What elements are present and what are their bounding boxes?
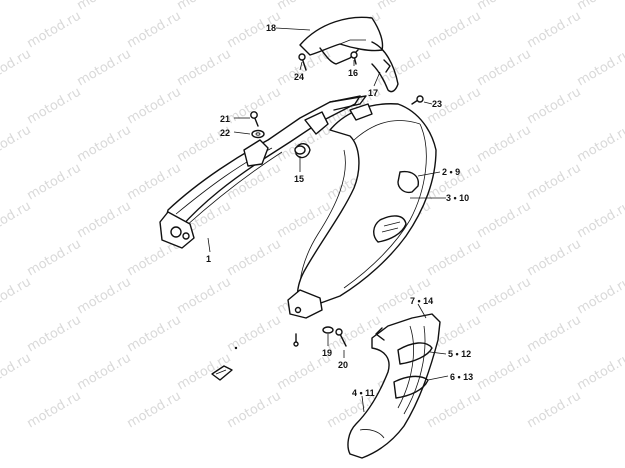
- watermark-text: motod.ru: [175, 47, 234, 90]
- callout-6-13: 6 • 13: [450, 372, 473, 382]
- watermark-text: motod.ru: [125, 389, 184, 432]
- watermark-text: motod.ru: [225, 85, 284, 128]
- watermark-text: motod.ru: [425, 237, 484, 280]
- callout-22: 22: [220, 128, 230, 138]
- callout-24: 24: [294, 72, 304, 82]
- watermark-text: motod.ru: [525, 389, 584, 432]
- watermark-text: motod.ru: [225, 389, 284, 432]
- watermark-text: motod.ru: [475, 123, 534, 166]
- watermark-text: motod.ru: [525, 237, 584, 280]
- callout-18: 18: [266, 23, 276, 33]
- watermark-text: motod.ru: [275, 47, 334, 90]
- callout-20: 20: [338, 360, 348, 370]
- callout-21: 21: [220, 114, 230, 124]
- watermark-text: motod.ru: [525, 313, 584, 356]
- watermark-text: motod.ru: [75, 0, 134, 13]
- watermark-text: motod.ru: [75, 47, 134, 90]
- callout-19: 19: [322, 348, 332, 358]
- watermark-text: motod.ru: [0, 351, 34, 394]
- watermark-text: motod.ru: [0, 47, 34, 90]
- watermark-text: motod.ru: [275, 0, 334, 13]
- tail-cowl-part-2: [159, 95, 437, 319]
- watermark-text: motod.ru: [525, 85, 584, 128]
- watermark-text: motod.ru: [0, 123, 34, 166]
- watermark-text: motod.ru: [125, 161, 184, 204]
- watermark-text: motod.ru: [525, 9, 584, 52]
- watermark-text: motod.ru: [125, 85, 184, 128]
- callout-labels: 18 24 16 17 23 21 22 15 2 • 9 3 • 10 1 7…: [206, 23, 473, 398]
- watermark-text: motod.ru: [175, 0, 234, 13]
- callout-15: 15: [294, 174, 304, 184]
- watermark-text: motod.ru: [475, 275, 534, 318]
- watermark-text: motod.ru: [525, 161, 584, 204]
- watermark-text: motod.ru: [125, 313, 184, 356]
- watermark-text: motod.ru: [475, 47, 534, 90]
- watermark-text: motod.ru: [575, 123, 625, 166]
- watermark-text: motod.ru: [0, 0, 34, 13]
- callout-4-11: 4 • 11: [352, 388, 375, 398]
- watermark-text: motod.ru: [425, 389, 484, 432]
- watermark-text: motod.ru: [25, 85, 84, 128]
- hardware-screws: [211, 51, 424, 381]
- callout-3-10: 3 • 10: [446, 193, 469, 203]
- watermark-text: motod.ru: [575, 47, 625, 90]
- watermark-text: motod.ru: [0, 199, 34, 242]
- watermark-text: motod.ru: [75, 351, 134, 394]
- watermark-text: motod.ru: [575, 199, 625, 242]
- watermark-text: motod.ru: [25, 313, 84, 356]
- watermark-text: motod.ru: [75, 199, 134, 242]
- callout-23: 23: [432, 99, 442, 109]
- watermark-text: motod.ru: [25, 237, 84, 280]
- tail-cover-part-18: [299, 16, 399, 93]
- watermark-text: motod.ru: [125, 9, 184, 52]
- callout-5-12: 5 • 12: [448, 349, 471, 359]
- watermark-text: motod.ru: [175, 275, 234, 318]
- watermark-text: motod.ru: [375, 47, 434, 90]
- watermark-text: motod.ru: [575, 275, 625, 318]
- watermark-text: motod.ru: [425, 9, 484, 52]
- watermark-text: motod.ru: [375, 0, 434, 13]
- watermark-text: motod.ru: [75, 123, 134, 166]
- watermark-text: motod.ru: [475, 0, 534, 13]
- side-cover-part-4: [347, 313, 441, 459]
- callout-2-9: 2 • 9: [442, 167, 460, 177]
- callout-1: 1: [206, 254, 211, 264]
- watermark-text: motod.ru: [575, 351, 625, 394]
- watermark-text: motod.ru: [475, 351, 534, 394]
- watermark-text: motod.ru: [225, 237, 284, 280]
- watermark-text: motod.ru: [0, 275, 34, 318]
- watermark-text: motod.ru: [275, 199, 334, 242]
- callout-16: 16: [348, 68, 358, 78]
- watermark-text: motod.ru: [25, 389, 84, 432]
- watermark-text: motod.ru: [75, 275, 134, 318]
- watermark-text: motod.ru: [25, 161, 84, 204]
- leader-lines: [207, 27, 449, 413]
- watermark-text: motod.ru: [475, 199, 534, 242]
- watermark-text: motod.ru: [25, 9, 84, 52]
- watermark-text: motod.ru: [575, 0, 625, 13]
- watermark-text: motod.ru: [225, 313, 284, 356]
- callout-17: 17: [368, 88, 378, 98]
- callout-7-14: 7 • 14: [410, 296, 433, 306]
